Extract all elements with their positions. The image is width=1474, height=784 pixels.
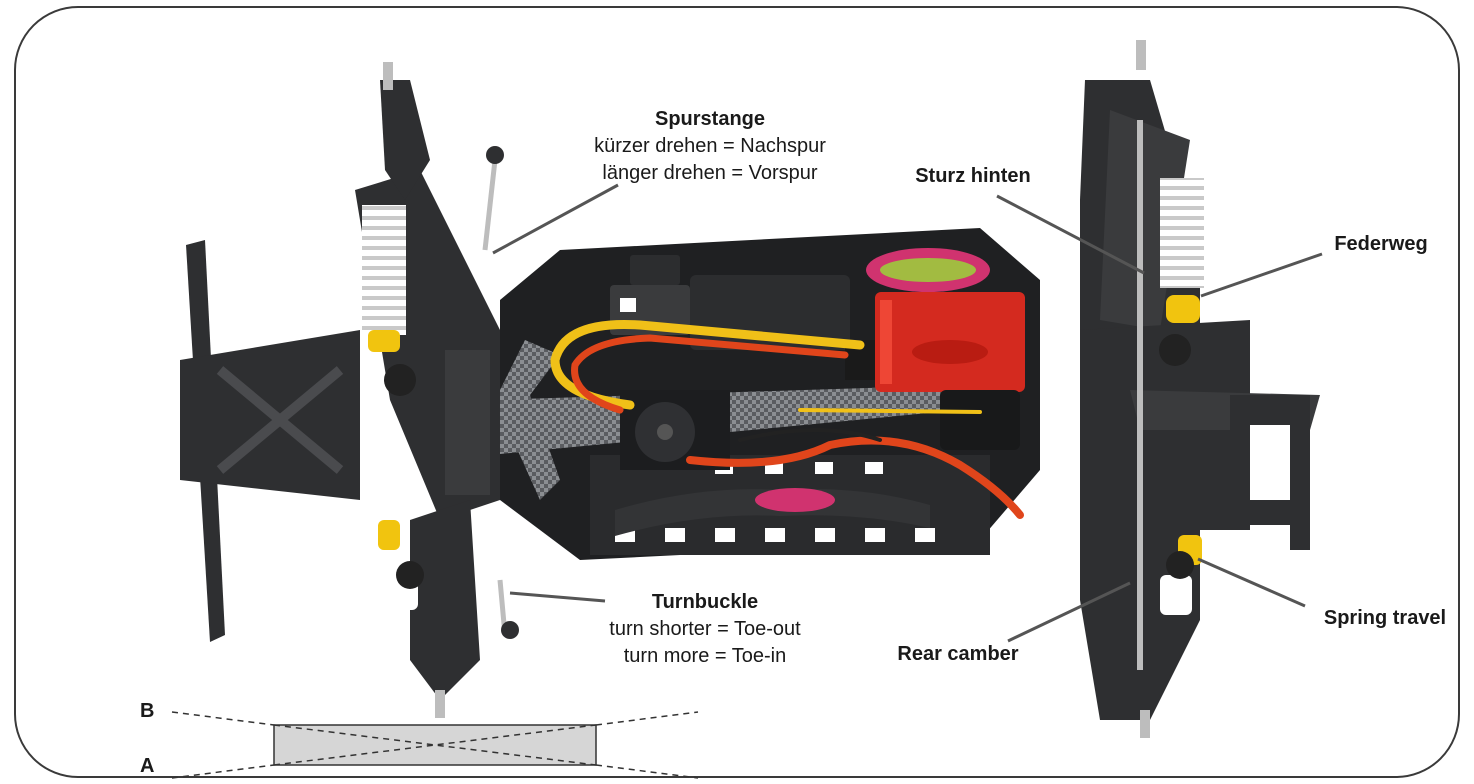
federweg-label: Federweg bbox=[1334, 233, 1428, 255]
gauge-line-a-left bbox=[171, 764, 275, 779]
leader-spring-travel bbox=[1197, 557, 1306, 608]
turnbuckle-line1: turn shorter = Toe-out bbox=[609, 618, 801, 640]
sturz-hinten-label: Sturz hinten bbox=[915, 165, 1031, 187]
wires bbox=[550, 319, 1024, 519]
battery-strap bbox=[615, 489, 930, 536]
leader-spurstange bbox=[492, 183, 619, 255]
carbon-steering-plate bbox=[495, 340, 560, 500]
leader-lines bbox=[492, 183, 1323, 643]
leader-federweg bbox=[1200, 252, 1323, 298]
rear-camber-label: Rear camber bbox=[897, 643, 1019, 665]
gauge-line-a-right bbox=[595, 764, 699, 779]
rear-suspension bbox=[1080, 40, 1320, 738]
rounded-frame bbox=[14, 6, 1460, 778]
toe-gauge-diagram bbox=[171, 711, 699, 779]
leader-sturz-hinten bbox=[996, 194, 1145, 275]
logo-sticker-lower bbox=[755, 488, 835, 512]
spurstange-callout: Spurstange kürzer drehen = Nachspur läng… bbox=[560, 106, 860, 187]
spurstange-line2: länger drehen = Vorspur bbox=[602, 162, 818, 184]
leader-rear-camber bbox=[1007, 581, 1131, 643]
esc-fan bbox=[620, 390, 1020, 470]
gauge-block bbox=[273, 724, 597, 766]
gauge-line-b-left bbox=[171, 711, 275, 726]
front-suspension bbox=[180, 62, 519, 718]
turnbuckle-callout: Turnbuckle turn shorter = Toe-out turn m… bbox=[545, 589, 865, 670]
gauge-marker-a: A bbox=[140, 755, 155, 777]
turnbuckle-title: Turnbuckle bbox=[651, 591, 759, 613]
leader-turnbuckle bbox=[509, 591, 606, 603]
gauge-line-b-right bbox=[595, 711, 699, 726]
spring-travel-label: Spring travel bbox=[1323, 607, 1447, 629]
spurstange-line1: kürzer drehen = Nachspur bbox=[594, 135, 826, 157]
gauge-marker-b: B bbox=[140, 700, 155, 722]
motor bbox=[845, 292, 1025, 392]
turnbuckle-line2: turn more = Toe-in bbox=[623, 645, 787, 667]
spurstange-title: Spurstange bbox=[654, 108, 766, 130]
